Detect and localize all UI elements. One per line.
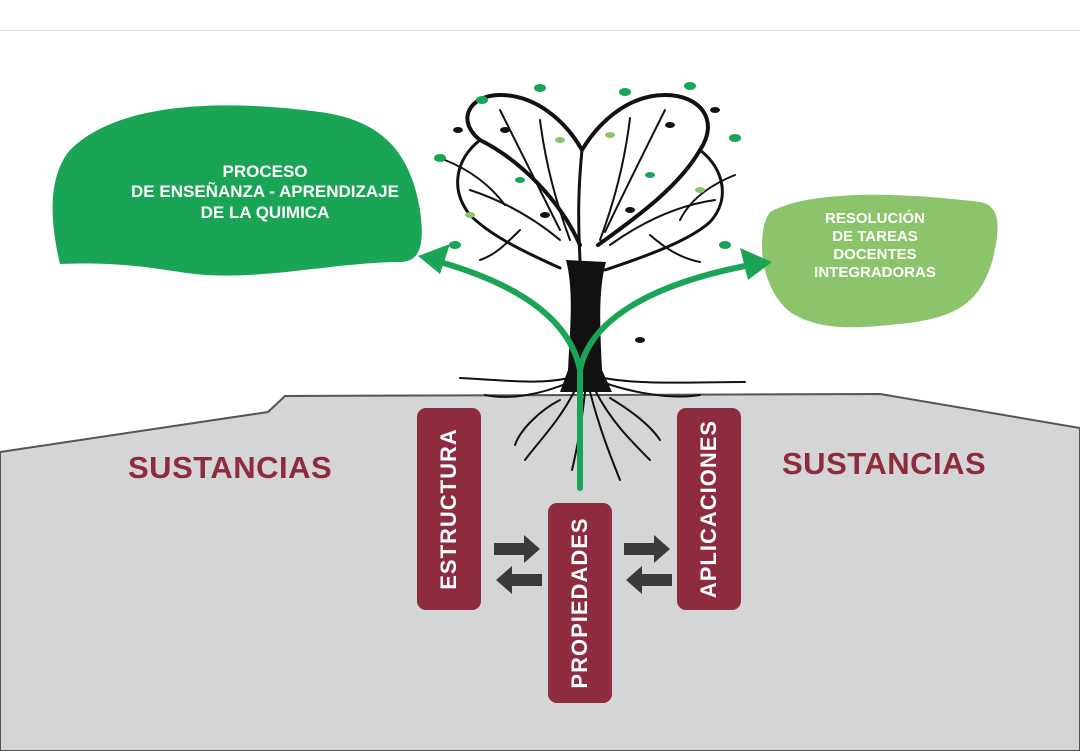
exchange-arrow-right-right bbox=[624, 535, 670, 563]
tree-canopy bbox=[444, 92, 736, 272]
left-blob-line-1: PROCESO bbox=[222, 162, 308, 181]
growth-arrowhead-left bbox=[418, 244, 450, 274]
growth-line-left bbox=[437, 259, 583, 373]
right-blob-line-4: INTEGRADORAS bbox=[814, 264, 936, 281]
ground-label-left: SUSTANCIAS bbox=[128, 450, 333, 485]
tree-leaves bbox=[434, 82, 741, 343]
growth-arrows bbox=[437, 259, 748, 491]
exchange-arrow-left-left bbox=[496, 566, 542, 594]
pillar-aplicaciones: APLICACIONES bbox=[677, 408, 741, 610]
left-blob-line-3: DE LA QUIMICA bbox=[200, 202, 330, 222]
left-blob-text: PROCESO DE ENSEÑANZA - APRENDIZAJE DE LA… bbox=[80, 162, 450, 223]
right-blob-line-2: DE TAREAS bbox=[832, 228, 918, 245]
tree-trunk bbox=[560, 260, 612, 392]
right-blob-line-1: RESOLUCIÓN bbox=[824, 210, 925, 227]
exchange-arrow-right-left bbox=[626, 566, 672, 594]
ground-shape bbox=[0, 392, 1080, 751]
pillar-propiedades: PROPIEDADES bbox=[548, 503, 612, 703]
ground-label-right: SUSTANCIAS bbox=[782, 446, 987, 481]
right-blob-line-3: DOCENTES bbox=[833, 246, 917, 263]
left-blob-line-2: DE ENSEÑANZA - APRENDIZAJE bbox=[131, 182, 399, 202]
left-blob bbox=[52, 105, 422, 276]
pillar-estructura: ESTRUCTURA bbox=[417, 408, 481, 610]
right-blob-text: RESOLUCIÓN DE TAREAS DOCENTES INTEGRADOR… bbox=[770, 210, 980, 282]
exchange-arrow-left-right bbox=[494, 535, 540, 563]
frame bbox=[0, 30, 1080, 751]
growth-line-right bbox=[577, 263, 748, 373]
right-blob bbox=[762, 194, 998, 328]
growth-arrowhead-right bbox=[740, 248, 772, 280]
